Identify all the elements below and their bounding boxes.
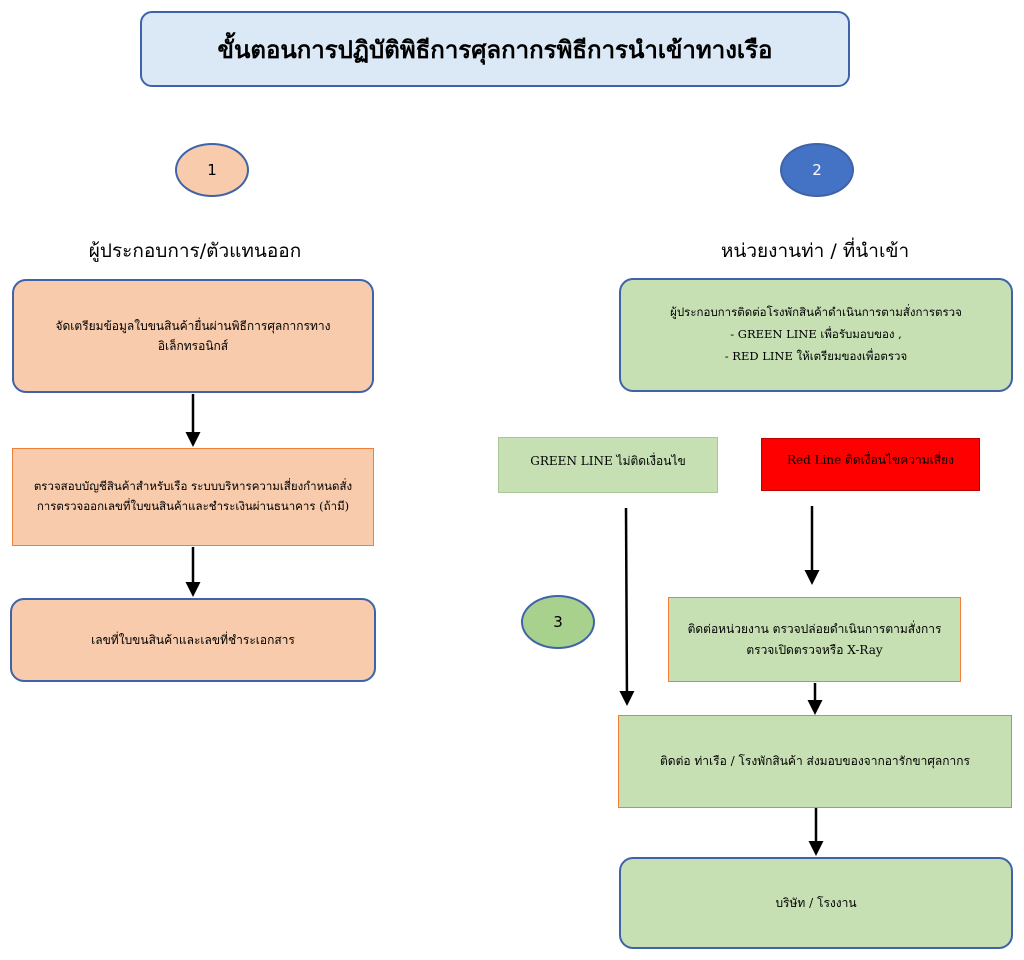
green-line-box: GREEN LINE ไม่ติดเงื่อนไข bbox=[498, 437, 718, 493]
step-2-circle: 2 bbox=[780, 143, 854, 197]
contact-warehouse-box: ผู้ประกอบการติดต่อโรงพักสินค้าดำเนินการต… bbox=[619, 278, 1013, 392]
check-manifest-box: ตรวจสอบบัญชีสินค้าสำหรับเรือ ระบบบริหารค… bbox=[12, 448, 374, 546]
inspection-box: ติดต่อหน่วยงาน ตรวจปล่อยดำเนินการตามสั่ง… bbox=[668, 597, 961, 682]
arrow-green-to-port bbox=[619, 507, 635, 706]
step-1-circle: 1 bbox=[175, 143, 249, 197]
red-line-box: Red Line ติดเงื่อนไขความเสี่ยง bbox=[761, 438, 980, 491]
step-3-circle: 3 bbox=[521, 595, 595, 649]
operator-heading: ผู้ประกอบการ/ตัวแทนออก bbox=[88, 240, 302, 262]
page-title: ขั้นตอนการปฏิบัติพิธีการศุลกากรพิธีการนำ… bbox=[140, 11, 850, 87]
company-factory-box: บริษัท / โรงงาน bbox=[619, 857, 1013, 949]
declaration-number-box: เลขที่ใบขนสินค้าและเลขที่ชำระเอกสาร bbox=[10, 598, 376, 682]
port-authority-heading: หน่วยงานท่า / ที่นำเข้า bbox=[720, 240, 910, 262]
prepare-declaration-box: จัดเตรียมข้อมูลใบขนสินค้ายื่นผ่านพิธีการ… bbox=[12, 279, 374, 393]
port-delivery-box: ติดต่อ ท่าเรือ / โรงพักสินค้า ส่งมอบของจ… bbox=[618, 715, 1012, 808]
